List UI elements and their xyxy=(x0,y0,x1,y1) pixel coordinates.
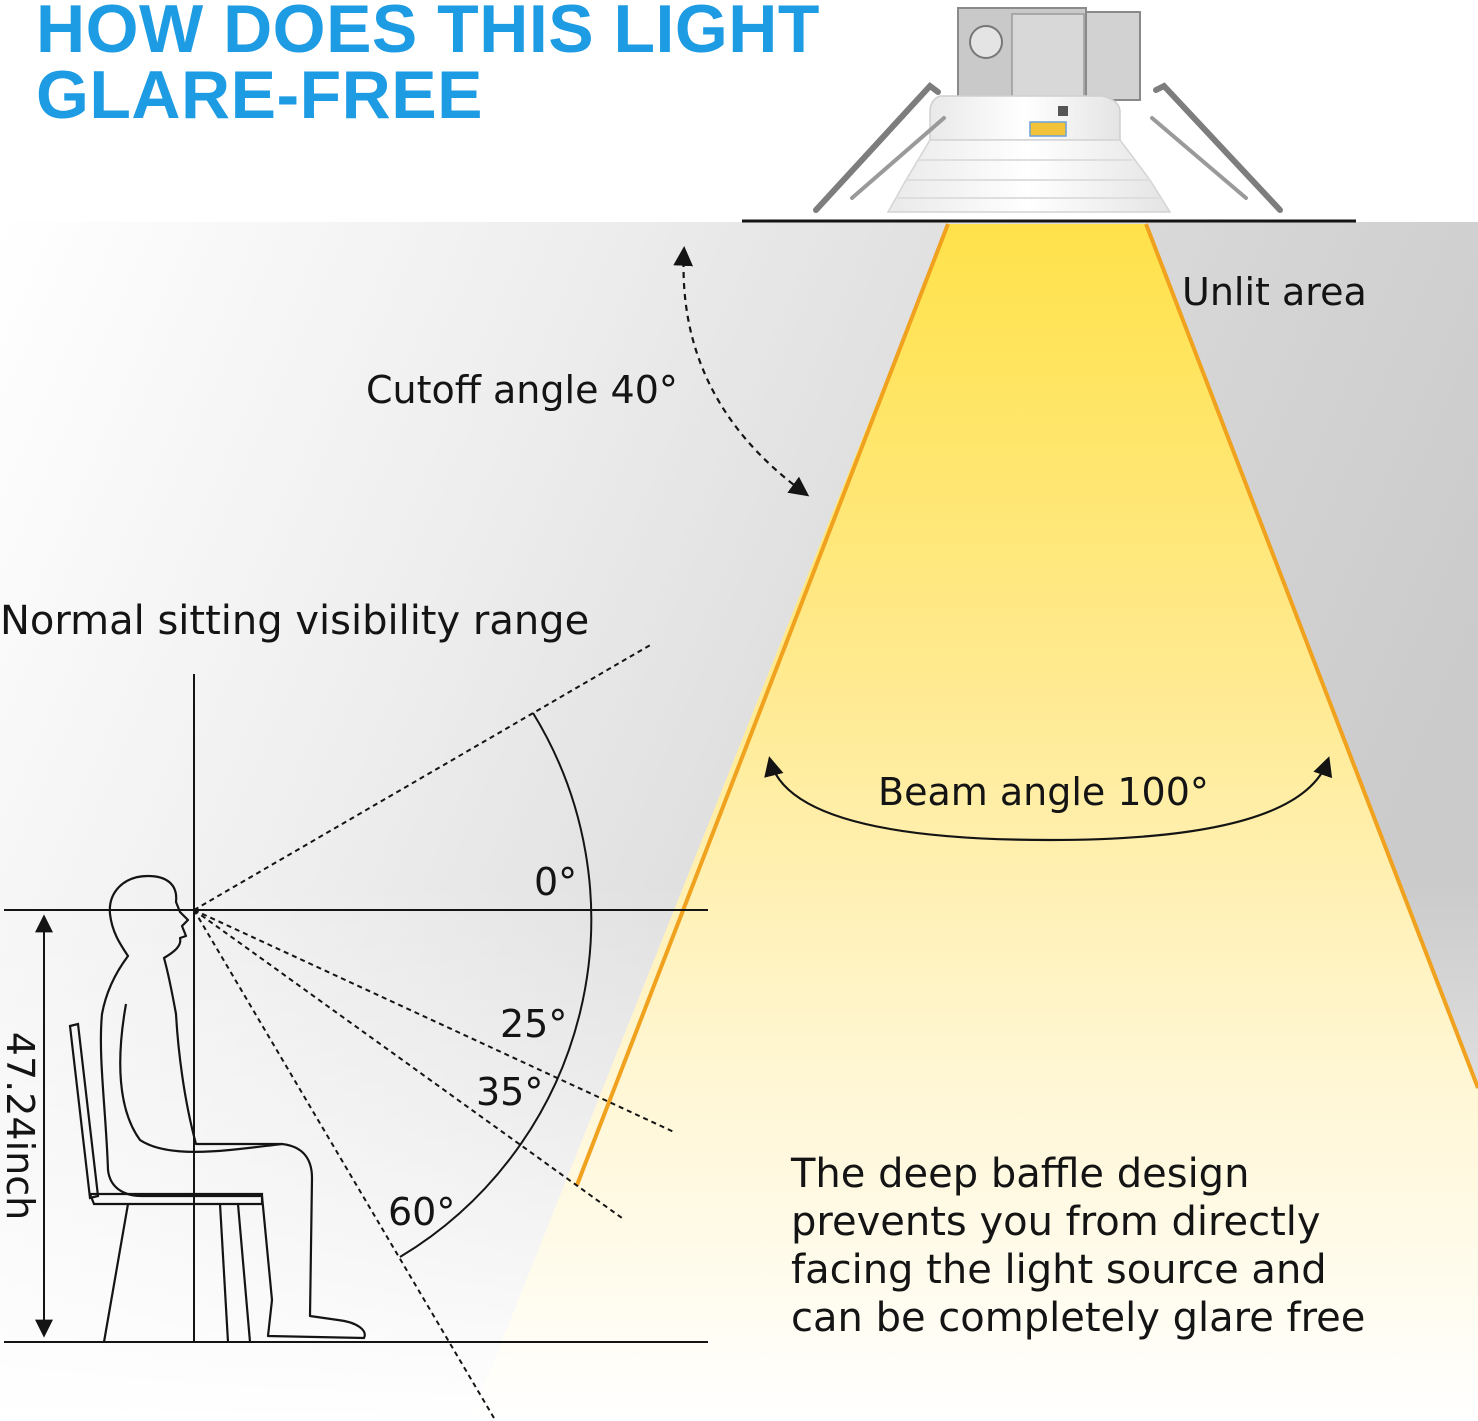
junction-box-front xyxy=(1011,13,1085,101)
slide-switch xyxy=(1058,106,1068,116)
angle-25-label: 25° xyxy=(500,1002,568,1046)
unlit-area-label: Unlit area xyxy=(1182,270,1367,314)
sight-line-35 xyxy=(193,909,623,1219)
caption-line-4: can be completely glare free xyxy=(791,1295,1366,1341)
spring-clip-left-inner xyxy=(850,116,946,200)
person-arm xyxy=(119,1003,283,1153)
chair-leg-mid xyxy=(218,1203,230,1343)
seated-person-figure xyxy=(99,874,366,1340)
beam-angle-label: Beam angle 100° xyxy=(878,770,1209,814)
angle-60-label: 60° xyxy=(388,1190,456,1234)
cct-switch xyxy=(1029,121,1067,137)
visibility-arc xyxy=(399,712,593,1258)
height-dimension-label: 47.24inch xyxy=(0,1031,42,1221)
spring-clip-right-inner xyxy=(1150,116,1248,200)
angle-0-label: 0° xyxy=(534,860,578,904)
cutoff-angle-arrow xyxy=(673,246,810,497)
chair-figure xyxy=(68,1022,264,1343)
light-beam xyxy=(470,224,1478,1421)
person-outline xyxy=(99,874,366,1340)
sitting-range-label: Normal sitting visibility range xyxy=(0,598,590,644)
junction-box-side xyxy=(1085,11,1141,101)
caption-line-2: prevents you from directly xyxy=(791,1199,1321,1245)
cutoff-angle-label: Cutoff angle 40° xyxy=(366,368,678,412)
visibility-diagram xyxy=(4,643,708,1419)
housing-top xyxy=(929,95,1121,141)
chair-back xyxy=(68,1022,100,1200)
chair-seat xyxy=(88,1192,264,1206)
downlight-fixture xyxy=(742,7,1356,223)
sight-line-upper xyxy=(193,643,653,911)
caption-line-1: The deep baffle design xyxy=(791,1151,1250,1197)
caption-line-3: facing the light source and xyxy=(791,1247,1327,1293)
knockout-left xyxy=(969,25,1003,59)
headline-line-2: GLARE-FREE xyxy=(36,57,483,133)
angle-35-label: 35° xyxy=(476,1070,544,1114)
beam-right-edge xyxy=(1144,223,1478,1089)
beam-left-edge xyxy=(575,223,950,1186)
beam-angle-arrow xyxy=(764,756,1333,842)
chair-leg-front xyxy=(236,1203,252,1343)
sight-line-25 xyxy=(193,909,675,1133)
headline: HOW DOES THIS LIGHT GLARE-FREE xyxy=(36,0,820,133)
spring-clip-left xyxy=(813,81,941,213)
chair-leg-back xyxy=(102,1203,130,1343)
headline-line-1: HOW DOES THIS LIGHT xyxy=(36,0,820,67)
glare-free-caption: The deep baffle design prevents you from… xyxy=(791,1150,1365,1342)
baffle-trim xyxy=(886,139,1172,213)
spring-clip-right xyxy=(1153,82,1283,213)
